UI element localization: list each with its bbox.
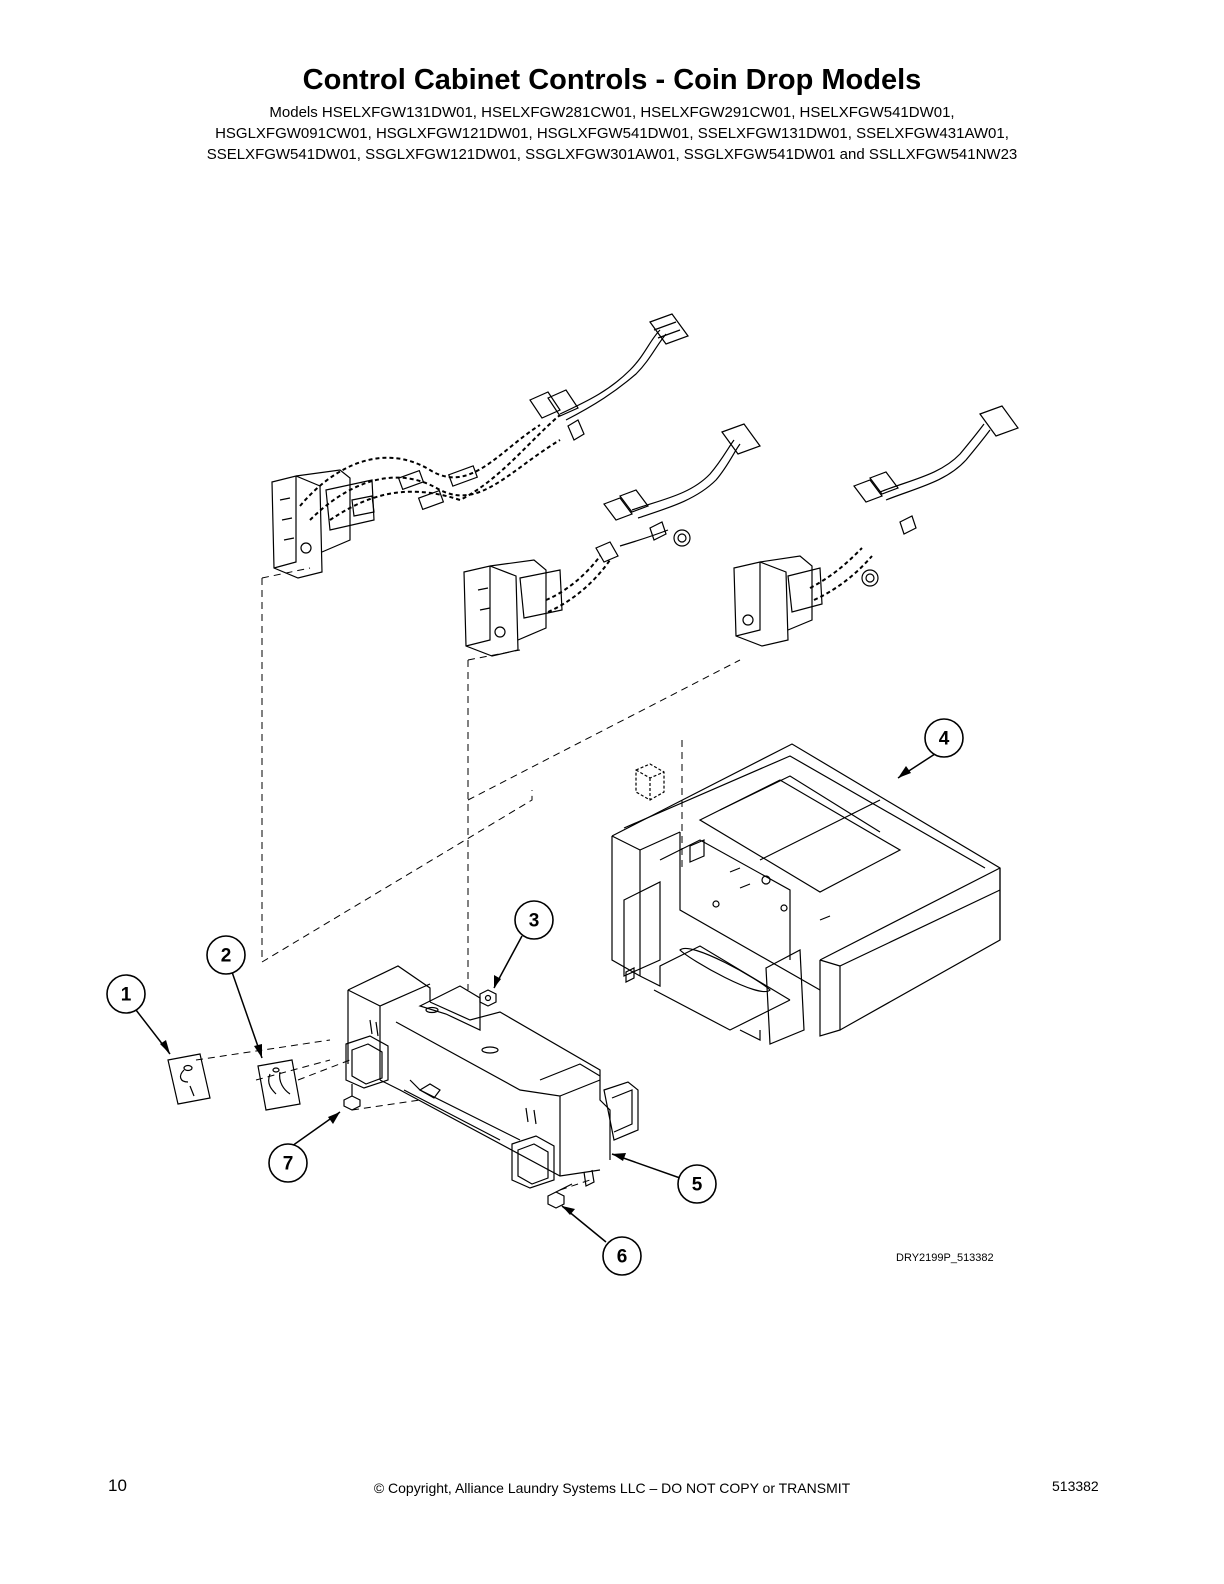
callout-circle-2 [206,935,246,975]
diagram-reference-code: DRY2199P_513382 [896,1252,994,1264]
callout-circle-5 [677,1164,717,1204]
callout-circle-7 [268,1143,308,1183]
callout-leaders [135,751,939,1243]
callout-arrowheads [160,766,911,1215]
decal-part-2 [257,1059,301,1111]
callout-label-2: 2 [221,946,232,967]
coin-drop-assembly-3 [733,405,1019,647]
models-line-2: HSGLXFGW091CW01, HSGLXFGW121DW01, HSGLXF… [215,125,1009,142]
page-number: 10 [108,1476,127,1495]
copyright-notice: © Copyright, Alliance Laundry Systems LL… [373,1480,851,1496]
models-line-1: Models HSELXFGW131DW01, HSELXFGW281CW01,… [269,104,955,121]
cabinet-part-4 [611,743,1001,1045]
decal-part-1 [167,1053,211,1105]
nut-part-3 [479,989,497,1007]
models-list: Models HSELXFGW131DW01, HSELXFGW281CW01,… [80,102,1144,165]
callout-circles [106,718,964,1276]
control-bracket-part-5 [345,965,639,1189]
screw-part-7 [343,1084,361,1111]
screw-part-6 [547,1183,573,1209]
callout-label-7: 7 [283,1154,294,1175]
callout-label-3: 3 [529,911,540,932]
callout-circle-6 [602,1236,642,1276]
coin-drop-assembly-1 [271,313,689,579]
callout-label-5: 5 [692,1175,703,1196]
page-title: Control Cabinet Controls - Coin Drop Mod… [302,64,922,96]
alignment-lines [195,567,741,1191]
callout-label-1: 1 [121,985,132,1006]
document-number: 513382 [1052,1478,1099,1494]
callout-circle-3 [514,900,554,940]
models-line-3: SSELXFGW541DW01, SSGLXFGW121DW01, SSGLXF… [206,146,1018,163]
callout-label-6: 6 [617,1247,628,1268]
callout-label-4: 4 [939,729,950,750]
callout-circle-1 [106,974,146,1014]
coin-drop-assembly-2 [463,423,761,657]
callout-circle-4 [924,718,964,758]
